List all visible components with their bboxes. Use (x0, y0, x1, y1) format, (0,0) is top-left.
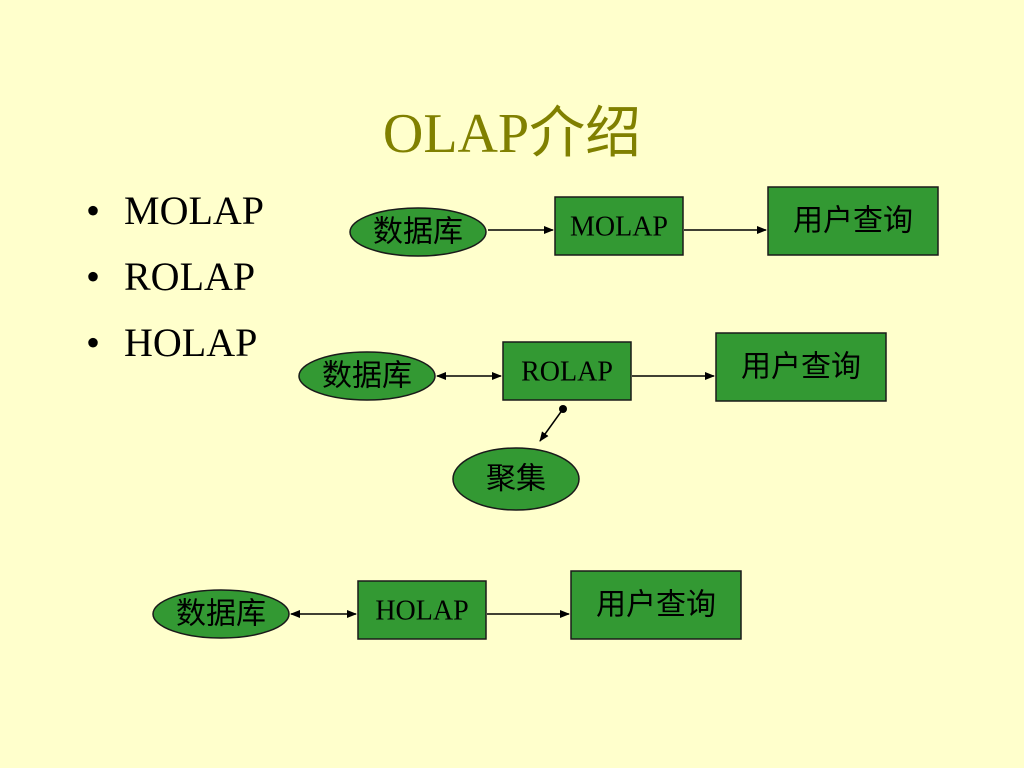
holap-engine-node (357, 580, 487, 640)
bullet-label: MOLAP (124, 188, 265, 233)
holap-engine-label: HOLAP (375, 596, 468, 627)
molap-database-label: 数据库 (373, 216, 463, 249)
molap-query-node (767, 186, 939, 256)
bullet-dot-icon: • (86, 320, 101, 365)
bullet-item-holap: • HOLAP (86, 310, 264, 376)
rolap-query-node (715, 332, 887, 402)
bullet-label: ROLAP (124, 254, 256, 299)
holap-database-label: 数据库 (176, 598, 266, 631)
rolap-database-label: 数据库 (322, 360, 412, 393)
rolap-query-label: 用户查询 (741, 351, 861, 384)
molap-engine-label: MOLAP (570, 212, 668, 243)
slide-title: OLAP介绍 (382, 103, 642, 165)
rolap-engine-to-aggregate-arrow (539, 408, 564, 442)
rolap-row: 数据库 ROLAP 用户查询 聚集 (298, 332, 887, 511)
bullet-item-molap: • MOLAP (86, 178, 264, 244)
rolap-aggregate-label: 聚集 (486, 463, 546, 496)
rolap-database-node (298, 351, 436, 401)
rolap-engine-label: ROLAP (521, 357, 613, 388)
molap-row: 数据库 MOLAP 用户查询 (349, 186, 939, 257)
molap-query-label: 用户查询 (793, 205, 913, 238)
holap-database-node (152, 589, 290, 639)
rolap-engine-node (502, 341, 632, 401)
holap-query-label: 用户查询 (596, 589, 716, 622)
holap-query-node (570, 570, 742, 640)
rolap-aggregate-node (452, 447, 580, 511)
molap-engine-node (554, 196, 684, 256)
bullet-list: • MOLAP • ROLAP • HOLAP (86, 178, 264, 376)
bullet-dot-icon: • (86, 188, 101, 233)
bullet-label: HOLAP (124, 320, 258, 365)
holap-row: 数据库 HOLAP 用户查询 (152, 570, 742, 640)
bullet-dot-icon: • (86, 254, 101, 299)
molap-database-node (349, 207, 487, 257)
bullet-item-rolap: • ROLAP (86, 244, 264, 310)
